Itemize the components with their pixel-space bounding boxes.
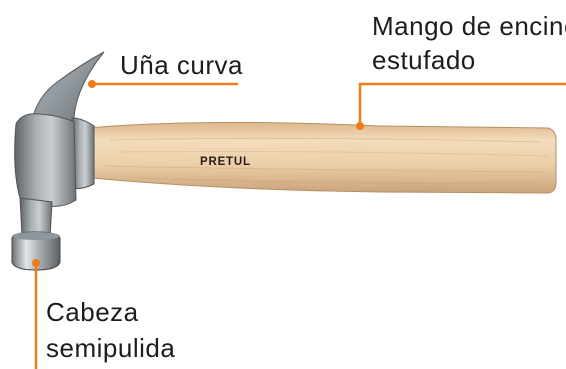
brand-logo: PRETUL (200, 156, 251, 168)
handle-callout-dot (356, 122, 364, 130)
callout-lines (32, 80, 566, 369)
head-label-line1: Cabeza (46, 297, 139, 327)
claw-label: Uña curva (120, 50, 243, 80)
handle-label-line1: Mango de encino (372, 11, 566, 41)
head-callout-dot (32, 259, 40, 267)
hammer-head (11, 51, 105, 271)
wooden-handle: PRETUL (87, 121, 557, 194)
head-label-line2: semipulida (46, 333, 176, 363)
handle-callout-line (358, 82, 566, 126)
claw-callout-dot (88, 80, 96, 88)
handle-label-line2: estufado (372, 45, 476, 75)
